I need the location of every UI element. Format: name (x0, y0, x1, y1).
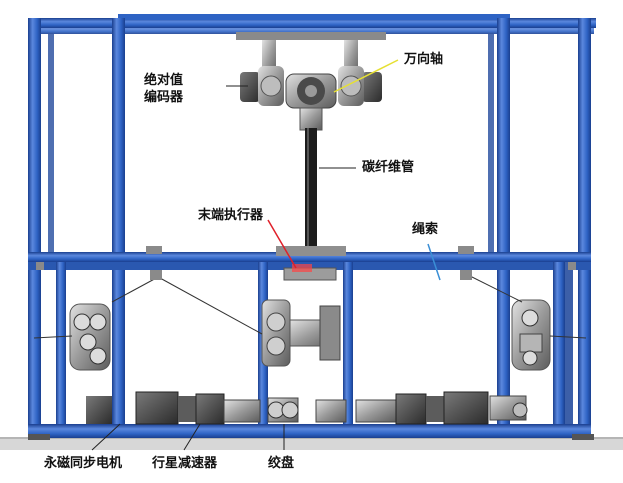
label-encoder: 绝对值 编码器 (144, 72, 183, 106)
feet-right (572, 434, 594, 440)
label-encoder-line2: 编码器 (144, 90, 184, 105)
label-carbon-tube: 碳纤维管 (362, 160, 415, 175)
center-pulley (261, 299, 341, 367)
mid-beam (28, 252, 591, 262)
label-universal-joint: 万向轴 (404, 52, 444, 67)
label-motor: 永磁同步电机 (44, 456, 123, 471)
tube-highlight (307, 128, 309, 252)
end-effector (276, 246, 346, 281)
lower-column-d (553, 262, 565, 438)
lower-column-e (565, 262, 573, 438)
label-winch: 绞盘 (268, 456, 295, 471)
encoder-left (240, 66, 284, 106)
column-right-inner (497, 18, 510, 438)
bottom-beam (28, 424, 591, 438)
lower-column-c (343, 262, 353, 438)
winch-left (267, 397, 347, 423)
left-pulley (69, 303, 111, 371)
ropes (33, 275, 587, 339)
feet-left (28, 434, 50, 440)
column-left-inner (112, 18, 125, 438)
top-mount-plate (236, 32, 386, 40)
column-left-outer (28, 18, 41, 438)
label-rope: 绳索 (412, 222, 439, 237)
floor (0, 438, 623, 450)
column-right-outer (578, 18, 591, 438)
leader-lines (91, 59, 441, 451)
carbon-fiber-tube (305, 128, 317, 252)
top-beam (28, 18, 596, 28)
back-frame (38, 26, 594, 259)
label-end-effector: 末端执行器 (198, 208, 264, 223)
label-gearbox: 行星减速器 (152, 456, 218, 471)
lower-column-a (56, 262, 66, 438)
label-encoder-line1: 绝对值 (144, 73, 184, 88)
right-drive (355, 391, 528, 425)
left-drive (86, 391, 261, 425)
universal-joint (285, 73, 337, 131)
top-beam-upper (118, 14, 510, 20)
right-pulley (511, 299, 551, 371)
beam-brackets (36, 246, 576, 280)
